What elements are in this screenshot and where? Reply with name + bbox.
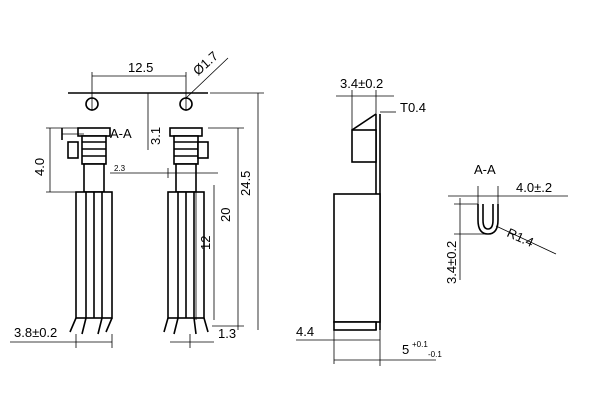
section-profile-inner <box>482 204 494 230</box>
dim-thickness: T0.4 <box>400 100 426 115</box>
section-title: A-A <box>474 162 496 177</box>
dim-side-base: 5 <box>402 342 409 357</box>
dim-section-radius: R1.4 <box>505 225 536 250</box>
dim-length-20: 20 <box>218 208 233 222</box>
dim-hole-offset: 3.1 <box>148 127 163 145</box>
dim-clip-height: 4.0 <box>32 158 47 176</box>
dim-length-12: 12 <box>198 236 213 250</box>
terminal-right <box>163 127 209 335</box>
dim-total-length: 24.5 <box>238 171 253 196</box>
terminal-left <box>67 127 113 335</box>
section-marker: A-A <box>110 126 132 141</box>
section-view: A-A 4.0±.2 3.4±0.2 R1.4 <box>444 162 568 284</box>
dim-pitch: 12.5 <box>128 60 153 75</box>
dim-side-width: 3.4±0.2 <box>340 76 383 91</box>
dim-side-base-tol-minus: -0.1 <box>428 350 442 359</box>
dim-section-width: 4.0±.2 <box>516 180 552 195</box>
dim-section-height: 3.4±0.2 <box>444 241 459 284</box>
dim-hole-dia: Ø1.7 <box>190 48 221 78</box>
side-view: 3.4±0.2 T0.4 4.4 5 +0.1 -0.1 <box>296 76 442 366</box>
dim-gap: 2.3 <box>114 164 126 173</box>
dim-foot: 1.3 <box>218 326 236 341</box>
front-view: 12.5 Ø1.7 3.1 A-A 4.0 2.3 20 12 24. <box>10 48 264 348</box>
dim-side-base-tol-plus: +0.1 <box>412 340 428 349</box>
dim-base-width: 3.8±0.2 <box>14 325 57 340</box>
dim-side-offset: 4.4 <box>296 324 314 339</box>
